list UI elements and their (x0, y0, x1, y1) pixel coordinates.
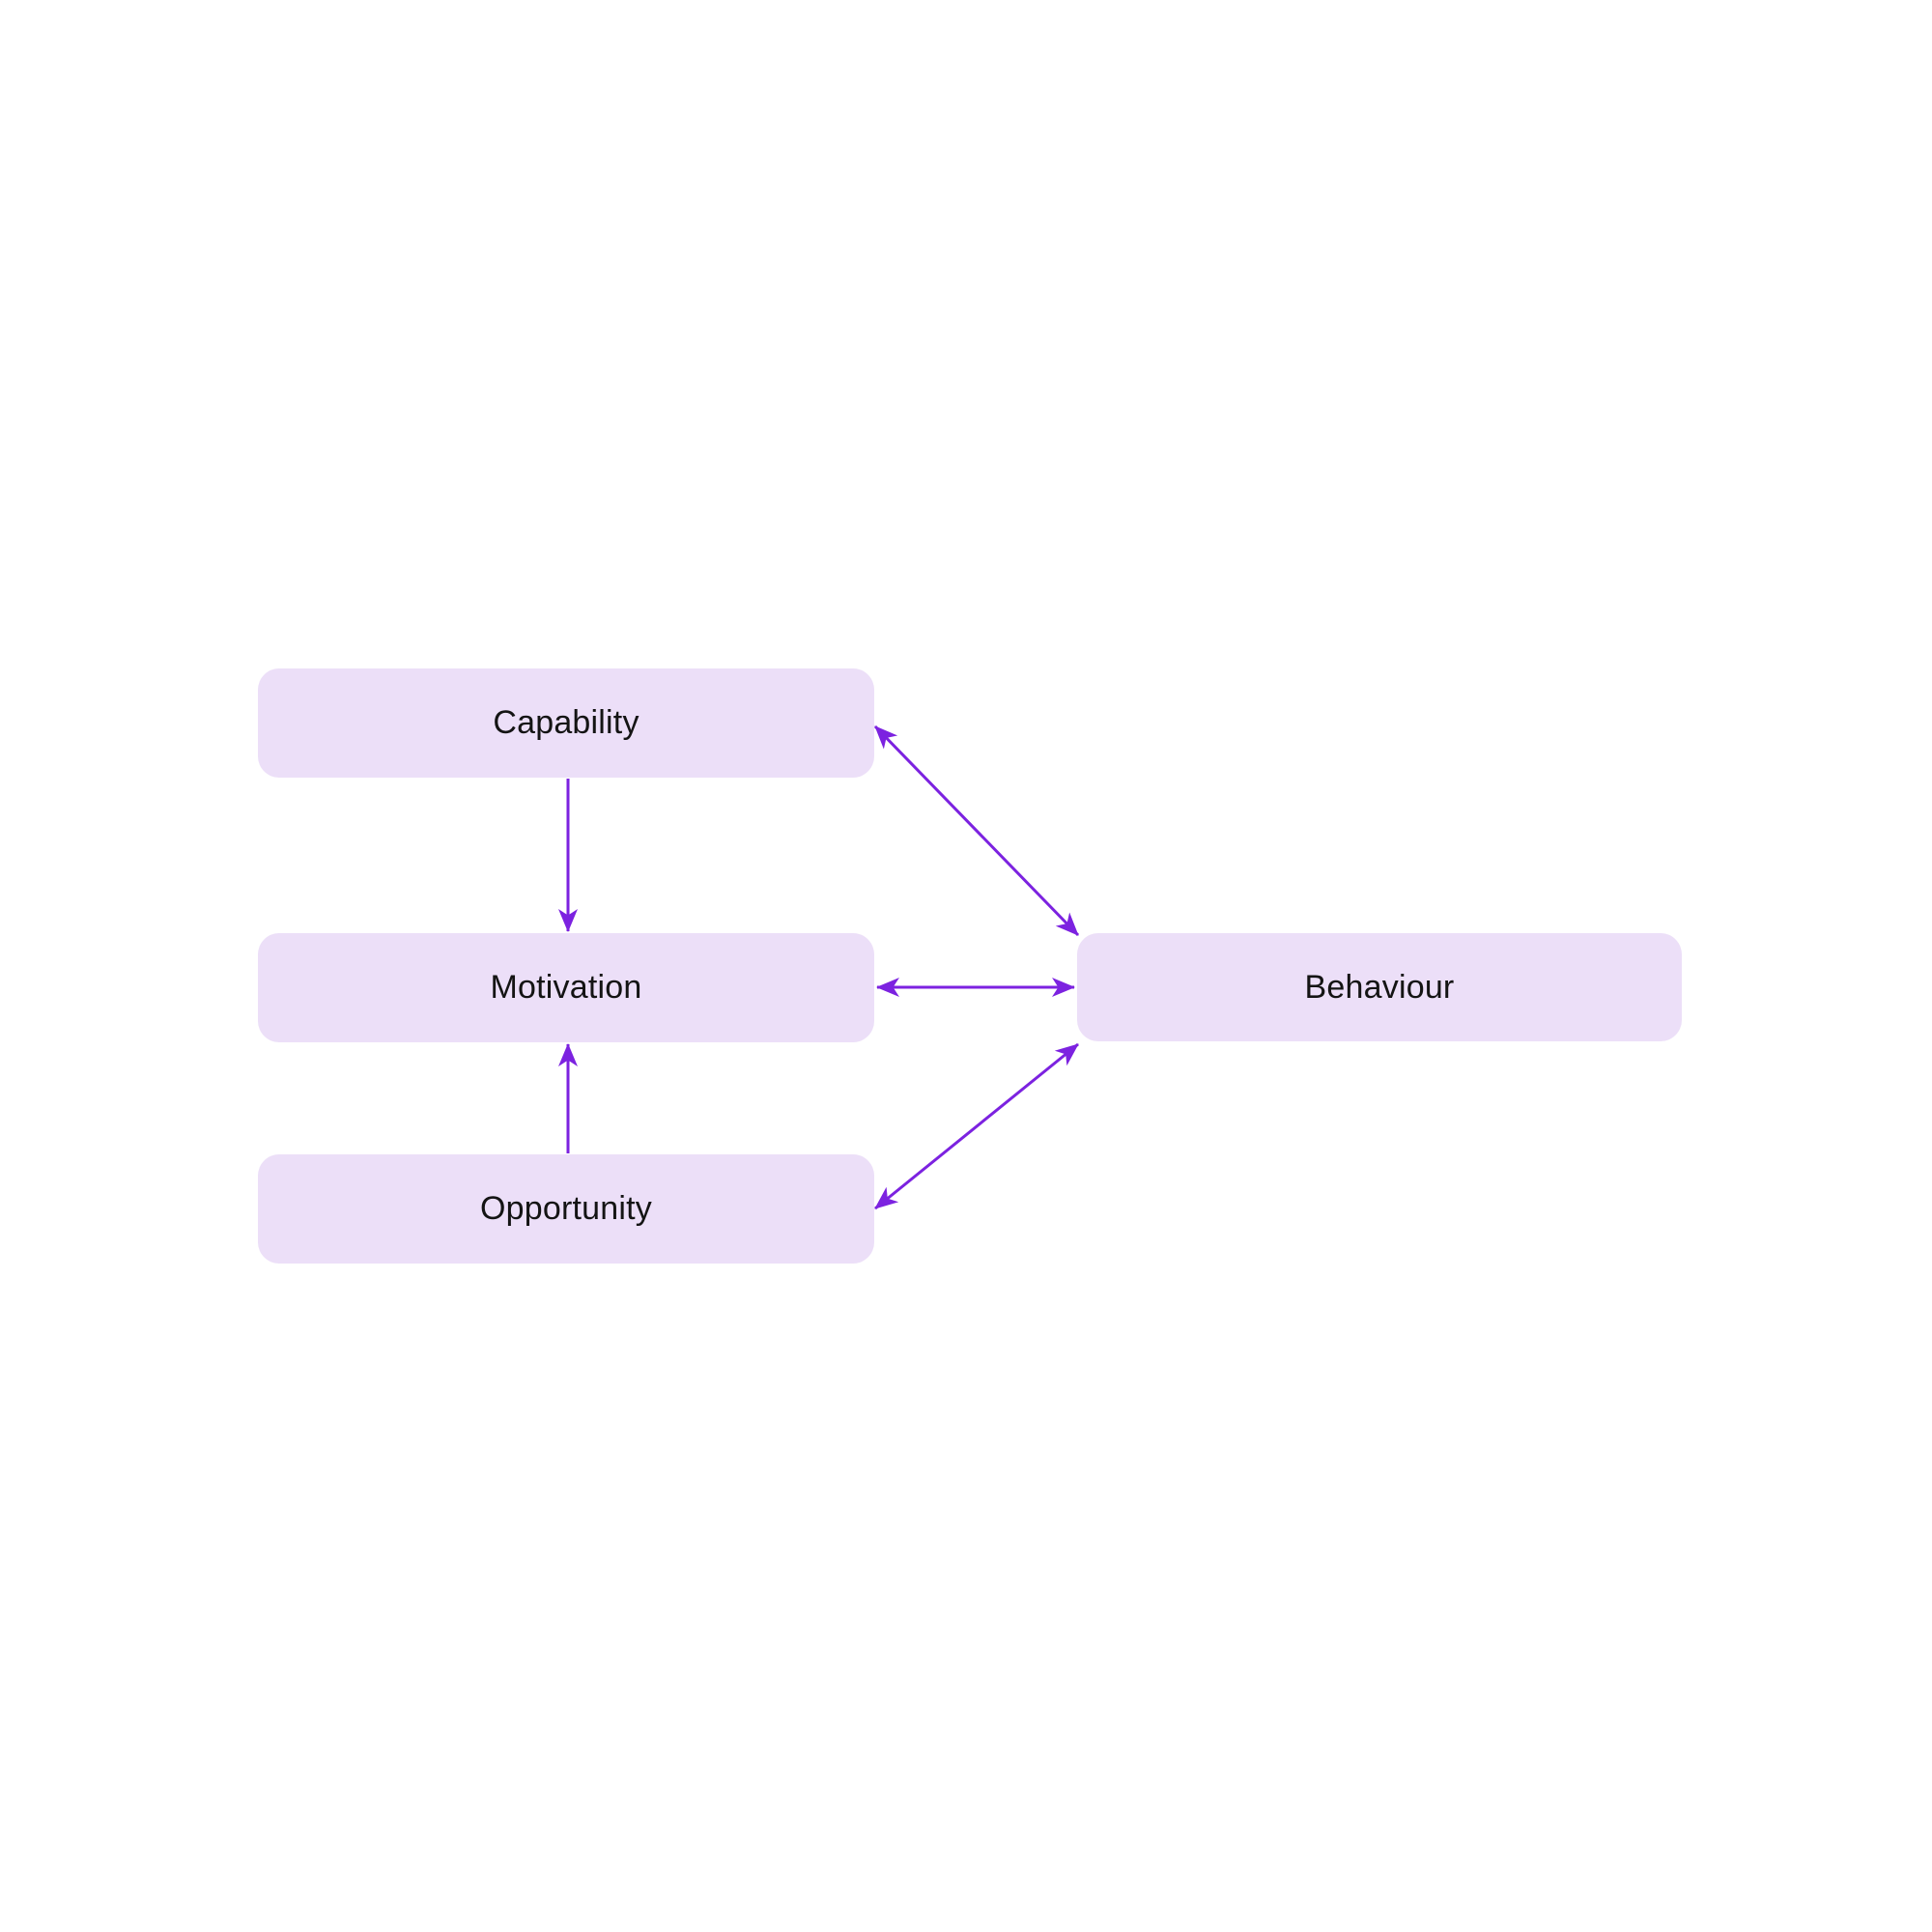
arrow-opportunity-behaviour-two-way (874, 1042, 1079, 1210)
node-motivation-label: Motivation (490, 969, 642, 1006)
node-opportunity-label: Opportunity (480, 1190, 652, 1227)
node-capability-label: Capability (493, 704, 639, 741)
node-behaviour-label: Behaviour (1304, 968, 1455, 1006)
node-opportunity: Opportunity (258, 1154, 874, 1264)
node-motivation: Motivation (258, 933, 874, 1042)
node-behaviour: Behaviour (1077, 933, 1682, 1041)
arrow-capability-behaviour-two-way (873, 724, 1080, 937)
node-capability: Capability (258, 668, 874, 778)
